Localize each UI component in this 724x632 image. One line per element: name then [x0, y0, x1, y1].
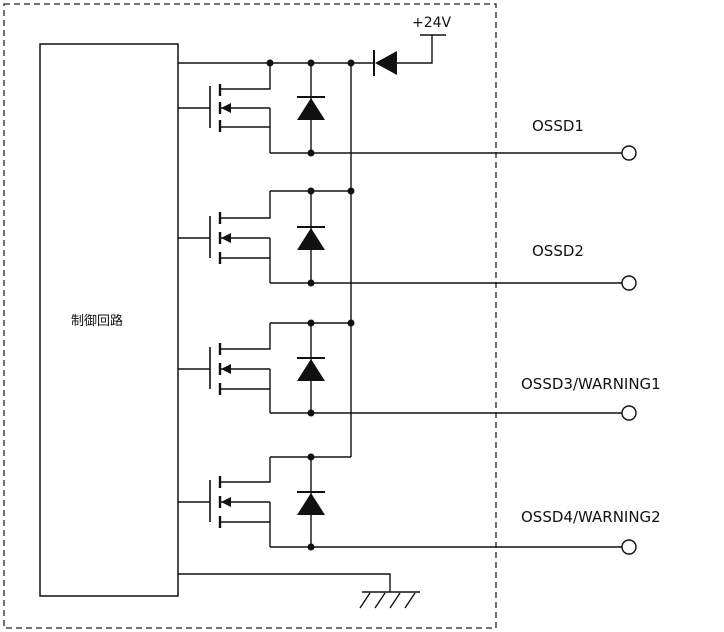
supply-diode — [373, 50, 397, 76]
output-terminal-4 — [621, 539, 637, 555]
output-channel-3: OSSD3/WARNING1 — [178, 319, 661, 421]
output-label-1: OSSD1 — [532, 117, 584, 135]
supply-label: +24V — [412, 15, 452, 31]
output-label-3: OSSD3/WARNING1 — [521, 375, 661, 393]
output-terminal-2 — [621, 275, 637, 291]
ground-symbol — [178, 573, 420, 609]
enclosure-boundary — [3, 3, 497, 629]
output-channel-1: OSSD1 — [178, 63, 637, 161]
control-circuit-block — [39, 43, 179, 597]
output-label-4: OSSD4/WARNING2 — [521, 508, 661, 526]
supply-lead — [397, 35, 433, 64]
output-label-2: OSSD2 — [532, 242, 584, 260]
junction-dot — [347, 59, 355, 67]
control-circuit-label: 制御回路 — [71, 313, 123, 329]
output-channel-4: OSSD4/WARNING2 — [178, 453, 661, 555]
output-channel-2: OSSD2 — [178, 187, 637, 291]
output-terminal-1 — [621, 145, 637, 161]
output-terminal-3 — [621, 405, 637, 421]
